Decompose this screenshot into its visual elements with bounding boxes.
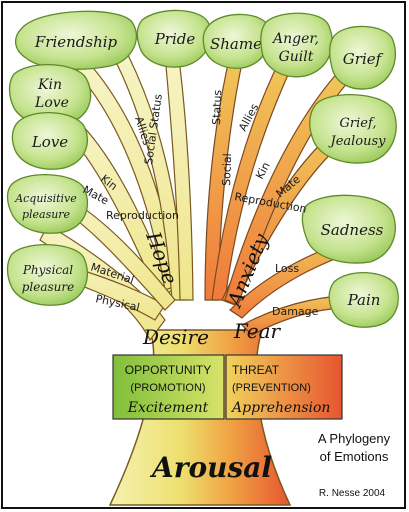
- leaf-pain: Pain: [328, 271, 399, 328]
- leaf-label-guilt: Guilt: [279, 49, 314, 65]
- trunk-label-fear: Fear: [233, 319, 282, 343]
- caption-credit: R. Nesse 2004: [319, 488, 386, 499]
- leaf-label-pleasure-1: pleasure: [22, 208, 71, 221]
- leaf-grief-jealousy: Grief, Jealousy: [309, 94, 397, 164]
- leaf-label-love-1: Love: [34, 95, 69, 111]
- caption-line2: of Emotions: [320, 449, 389, 464]
- opportunity-feeling: Excitement: [127, 400, 209, 416]
- leaf-label-physical: Physical: [22, 263, 73, 277]
- leaf-label-sadness: Sadness: [321, 221, 384, 239]
- branch-label-status-right: Status: [210, 89, 224, 125]
- branch-label-damage: Damage: [272, 305, 319, 318]
- leaf-label-acquisitive: Acquisitive: [14, 192, 77, 205]
- trunk-label-arousal: Arousal: [149, 451, 272, 484]
- leaf-label-friendship: Friendship: [34, 33, 118, 51]
- leaf-acquisitive-pleasure: Acquisitive pleasure: [6, 174, 88, 234]
- leaf-grief: Grief: [328, 25, 396, 90]
- branch-label-kin-right: Kin: [253, 160, 273, 181]
- leaf-label-pleasure-2: pleasure: [22, 280, 75, 294]
- opportunity-box: OPPORTUNITY (PROMOTION) Excitement: [112, 354, 225, 420]
- caption-line1: A Phylogeny: [318, 431, 391, 446]
- leaf-anger-guilt: Anger, Guilt: [260, 12, 333, 78]
- threat-feeling: Apprehension: [230, 400, 330, 416]
- leaf-label-kin: Kin: [37, 77, 62, 93]
- leaf-label-shame: Shame: [210, 35, 262, 53]
- leaf-sadness: Sadness: [301, 194, 396, 264]
- branch-label-reproduction-left: Reproduction: [106, 209, 179, 222]
- leaf-label-pride: Pride: [154, 30, 196, 48]
- leaf-love: Love: [11, 111, 88, 170]
- leaf-label-pain: Pain: [347, 291, 381, 309]
- branch-label-loss: Loss: [275, 262, 299, 275]
- opportunity-title: OPPORTUNITY: [125, 363, 211, 377]
- leaf-label-jealousy: Jealousy: [327, 134, 386, 149]
- leaf-label-anger: Anger,: [271, 31, 319, 47]
- threat-sub: (PREVENTION): [232, 382, 311, 394]
- leaf-pride: Pride: [136, 9, 212, 68]
- branch-label-social-right: Social: [220, 153, 234, 186]
- leaf-physical-pleasure: Physical pleasure: [6, 244, 88, 306]
- leaf-label-love-2: Love: [31, 133, 68, 151]
- opportunity-sub: (PROMOTION): [130, 382, 205, 394]
- threat-box: THREAT (PREVENTION) Apprehension: [225, 354, 343, 420]
- threat-title: THREAT: [232, 363, 280, 377]
- leaf-shame: Shame: [202, 13, 271, 69]
- leaf-label-grief: Grief: [343, 50, 384, 68]
- trunk-label-desire: Desire: [142, 325, 209, 349]
- leaf-friendship: Friendship: [15, 10, 138, 70]
- leaf-label-grief-2: Grief,: [340, 116, 377, 131]
